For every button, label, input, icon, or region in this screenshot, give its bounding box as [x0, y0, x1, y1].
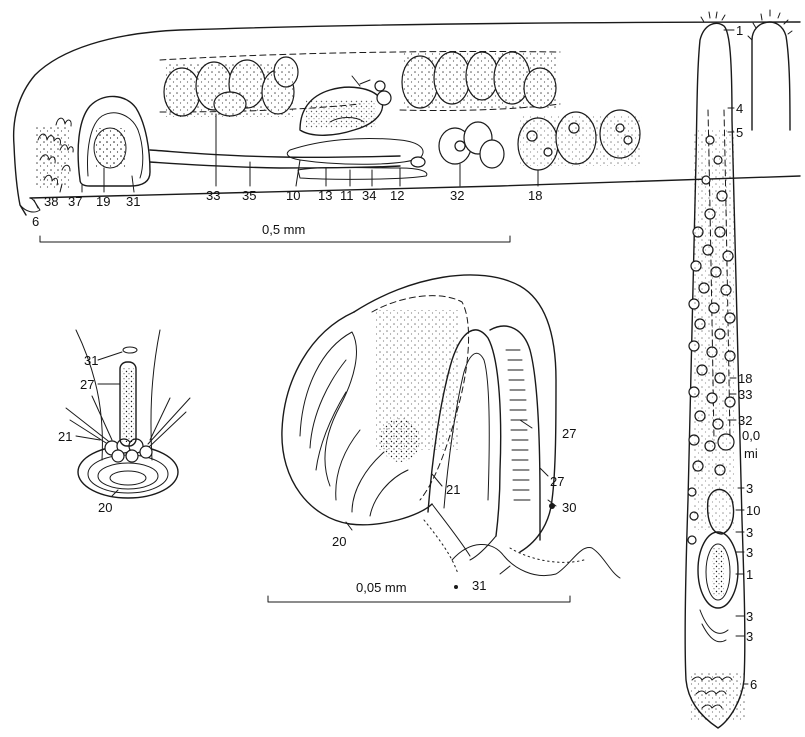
label-10: 10 — [746, 503, 760, 518]
label-3b: 3 — [746, 525, 753, 540]
label-3a: 3 — [746, 481, 753, 496]
figure-c-pharynx-detail: 20 21 27 27 30 31 0,05 mm — [267, 274, 621, 603]
label-19: 19 — [96, 194, 110, 209]
cell-chain — [438, 109, 642, 171]
label-31: 31 — [472, 578, 486, 593]
label-32: 32 — [738, 413, 752, 428]
label-30: 30 — [562, 500, 576, 515]
label-10: 10 — [286, 188, 300, 203]
head-cilia — [700, 11, 726, 23]
inset-head — [751, 21, 791, 131]
scale-fragment-top: 0,0 — [742, 428, 760, 443]
label-31: 31 — [126, 194, 140, 209]
striated-wall — [489, 325, 541, 541]
label-3e: 3 — [746, 629, 753, 644]
worm-posterior-organ — [697, 488, 739, 643]
label-6: 6 — [750, 677, 757, 692]
label-21: 21 — [58, 429, 72, 444]
label-31: 31 — [84, 353, 98, 368]
scale-bar-c: 0,05 mm — [267, 580, 571, 603]
label-33: 33 — [206, 188, 220, 203]
figure-a-lateral-anterior: 6 38 37 19 31 33 35 10 13 11 34 12 32 18… — [12, 21, 801, 243]
scale-fragment-bottom: mi — [744, 446, 758, 461]
figure-b-pharynx-small: 31 27 21 20 — [58, 329, 191, 515]
inner-channel — [427, 329, 502, 537]
basal-cells — [104, 438, 153, 463]
svg-text:0,05 mm: 0,05 mm — [356, 580, 407, 595]
label-3c: 3 — [746, 545, 753, 560]
label-35: 35 — [242, 188, 256, 203]
scale-bar-a: 0,5 mm — [39, 222, 511, 243]
label-20: 20 — [98, 500, 112, 515]
figure-a-leaders — [33, 113, 539, 209]
label-27b: 27 — [550, 474, 564, 489]
label-33: 33 — [738, 387, 752, 402]
label-32: 32 — [450, 188, 464, 203]
bristles-left — [65, 395, 115, 449]
label-4: 4 — [736, 101, 743, 116]
label-13: 13 — [318, 188, 332, 203]
label-27: 27 — [80, 377, 94, 392]
label-3d: 3 — [746, 609, 753, 624]
esophagus — [149, 149, 401, 159]
label-27: 27 — [562, 426, 576, 441]
figure-d-leaders — [723, 29, 749, 685]
label-1b: 1 — [746, 567, 753, 582]
central-tube — [119, 361, 137, 447]
pore-31 — [122, 346, 138, 354]
label-20: 20 — [332, 534, 346, 549]
pharynx-outline — [77, 95, 151, 187]
label-21: 21 — [446, 482, 460, 497]
label-1: 1 — [736, 23, 743, 38]
label-12: 12 — [390, 188, 404, 203]
central-organ — [286, 75, 428, 180]
label-18: 18 — [528, 188, 542, 203]
striations — [505, 349, 531, 501]
label-34: 34 — [362, 188, 376, 203]
label-11: 11 — [340, 188, 354, 203]
label-5: 5 — [736, 125, 743, 140]
bristles-right — [147, 397, 191, 449]
label-18: 18 — [738, 371, 752, 386]
cell-cluster-posterior — [401, 51, 558, 109]
label-38: 38 — [44, 194, 58, 209]
oral-papillae — [36, 117, 74, 190]
figure-d-whole-worm: 1 4 5 18 33 32 3 10 3 3 1 3 3 6 0,0 mi — [684, 9, 793, 729]
label-6: 6 — [32, 214, 39, 229]
svg-text:0,5 mm: 0,5 mm — [262, 222, 305, 237]
cell-cluster-anterior — [163, 56, 299, 117]
worm-cell-mass — [687, 130, 736, 545]
left-lobe — [281, 311, 433, 526]
label-37: 37 — [68, 194, 82, 209]
